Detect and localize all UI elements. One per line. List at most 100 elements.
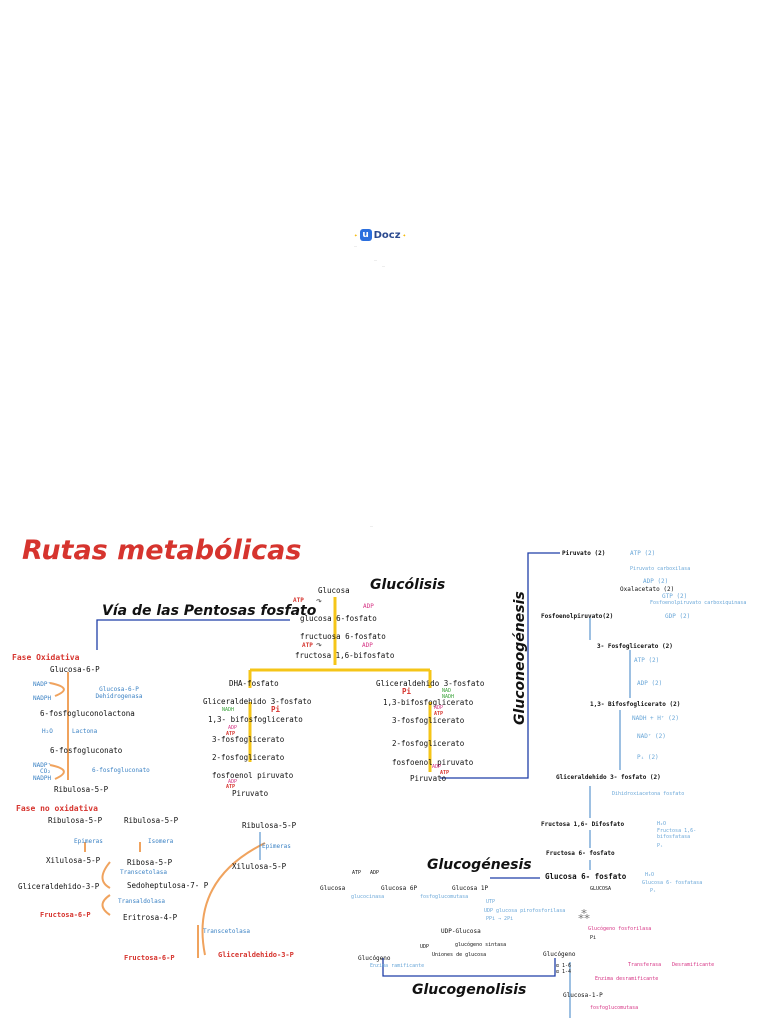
enzyme-label: UDP glucosa pirofosforilasa: [484, 908, 566, 914]
pi-label: Pi: [590, 935, 597, 941]
oxalacetato: Oxalacetato (2): [620, 586, 675, 593]
h2o-label: H₂O: [645, 872, 655, 878]
alpha16-label: α 1-6: [556, 963, 572, 969]
cover-center-note: …: [370, 524, 373, 528]
enzyme-label: Lactona: [72, 728, 98, 735]
pi-label: Pi: [402, 687, 412, 696]
adp-label: ADP: [228, 779, 238, 785]
bifosfoglicerato: 1,3- bifosfoglicerato: [208, 715, 303, 724]
fase-oxidativa-label: Fase Oxidativa: [12, 653, 80, 662]
enzyme-label: Glucosa 6- fosfatasa: [642, 880, 703, 886]
enzyme-label: Transcetolasa: [120, 869, 167, 876]
enzyme-label: Transaldolasa: [118, 898, 165, 905]
fase-no-oxidativa-label: Fase no oxidativa: [16, 804, 98, 813]
ribulosa-5-p: Ribulosa-5-P: [54, 785, 109, 794]
glucogenesis-title: Glucogénesis: [427, 857, 532, 873]
alpha14-label: α 1-4: [556, 969, 572, 975]
gliceraldehido-3-p: Gliceraldehido-3-P: [18, 882, 100, 891]
nadh-label: NADH + H⁺ (2): [632, 715, 679, 722]
atp-label: ATP: [434, 711, 444, 717]
sparkle-icon: ✦: [402, 231, 407, 239]
nadh-label: NADH: [222, 707, 235, 713]
sparkle-icon: ✦: [354, 231, 358, 239]
gliceraldehido-3-fosfato: Gliceraldehido 3-fosfato: [203, 697, 312, 706]
3-fosfoglicerato: 3-fosfoglicerato: [212, 735, 285, 744]
fructosa-1-6-bifosfato: fructosa 1,6-bifosfato: [295, 651, 395, 660]
desramificante-label: Desramificante: [672, 962, 715, 968]
2-fosfoglicerato: 2-fosfoglicerato: [392, 739, 465, 748]
adp-label: ADP: [432, 764, 442, 770]
3-fosfoglicerato: 3-fosfoglicerato: [392, 716, 465, 725]
bifosfoglicerato: 1,3-bifosfoglicerato: [383, 698, 474, 707]
udp-glucosa: UDP-Glucosa: [441, 928, 481, 935]
6-fosfogluconolactona: 6-fosfogluconolactona: [40, 709, 135, 718]
h2o-label: H₂O: [657, 821, 667, 827]
enzyme-label: Enzima desramificante: [595, 976, 659, 982]
page-title: Rutas metabólicas: [22, 535, 302, 566]
ribosa-5-p: Ribosa-5-P: [127, 858, 173, 867]
nadp-label: NADP⁺: [33, 762, 52, 769]
glucosa-6-fosfato: glucosa 6-fosfato: [300, 614, 377, 623]
ribulosa-5-p: Ribulosa-5-P: [48, 816, 103, 825]
docz-logo-text: Docz: [373, 229, 401, 241]
glucosa-label: Glucosa: [320, 885, 346, 892]
xilulosa-5-p: Xilulosa-5-P: [46, 856, 101, 865]
atp-label: ATP (2): [634, 657, 660, 664]
enzyme-label: Epimeras: [262, 843, 291, 850]
arrow-icon: ↷: [316, 640, 323, 651]
2-fosfoglicerato: 2-fosfoglicerato: [212, 753, 285, 762]
glucosa-label: GLUCOSA: [590, 886, 612, 892]
pi-label: Pi: [271, 705, 281, 714]
enzyme-label: Epimeras: [74, 838, 103, 845]
gliceraldehido-3-fosfato: Gliceraldehido 3- fosfato (2): [556, 774, 661, 781]
nadph-label: NADPH: [33, 695, 52, 702]
nad-label: NAD: [442, 688, 452, 694]
arrow-icon: ↷: [316, 596, 323, 607]
enzyme-label: Piruvato carboxilasa: [630, 566, 691, 572]
adp-label: ADP: [362, 642, 373, 649]
sedoheptulosa-7-p: Sedoheptulosa-7- P: [127, 881, 209, 890]
enzyme-label: Isomera: [148, 838, 174, 845]
ribulosa-5-p: Ribulosa-5-P: [124, 816, 179, 825]
gliceraldehido-3-fosfato: Gliceraldehido 3-fosfato: [376, 679, 485, 688]
fosfoenol-piruvato: fosfoenol piruvato: [392, 758, 474, 767]
eritrosa-4-p: Eritrosa-4-P: [123, 913, 178, 922]
6-fosfogluconato: 6-fosfogluconato: [50, 746, 123, 755]
nadh-label: NADH: [442, 694, 455, 700]
atp-label: ATP: [226, 731, 236, 737]
glucosa-label: Glucosa: [318, 586, 350, 595]
enzyme-label: glucocinasa: [351, 894, 385, 900]
atp-label: ATP: [226, 784, 236, 790]
glucosa-6-p: Glucosa-6-P: [50, 665, 100, 674]
atp-label: ATP (2): [630, 550, 656, 557]
glucosa-1-p: Glucosa-1-P: [563, 992, 603, 999]
bifosfoglicerato: 1,3- Bifosfoglicerato (2): [590, 701, 681, 708]
fructosa-6-p: Fructosa-6-P: [124, 954, 175, 962]
pi-label: Pᵢ: [650, 888, 657, 894]
union-label: Uniones de glucosa: [432, 952, 487, 958]
adp-label: ADP: [228, 725, 238, 731]
adp-label: ADP: [434, 705, 444, 711]
adp-label: ADP (2): [643, 578, 669, 585]
enzyme-label: Enzima ramificante: [370, 963, 425, 969]
glycogen-chain-icon: ⁂: [578, 908, 590, 922]
h2o-label: H₂O: [42, 728, 53, 735]
utp-label: UTP: [486, 899, 496, 905]
enzyme-label: fosfoglucomutasa: [420, 894, 469, 900]
ribulosa-5-p: Ribulosa-5-P: [242, 821, 297, 830]
nad-label: NAD⁺ (2): [637, 733, 666, 740]
cover-tagline: …: [354, 244, 357, 248]
gtp-label: GTP (2): [662, 593, 688, 600]
nadph-label: NADPH: [33, 775, 52, 782]
fructosa-6-fosfato: Fructosa 6- fosfato: [546, 850, 615, 857]
fructosa-6-p: Fructosa-6-P: [40, 911, 91, 919]
atp-label: ATP: [293, 597, 304, 604]
enzyme-label: Transcetolasa: [203, 928, 250, 935]
glucolisis-title: Glucólisis: [370, 577, 446, 593]
enzyme-label: Glucógeno fosforilasa: [588, 926, 652, 932]
docz-logo: ✦ u Docz ✦: [354, 226, 414, 244]
docz-logo-mark: u: [359, 229, 372, 241]
enzyme-label: fosfoglucomutasa: [590, 1005, 639, 1011]
piruvato: Piruvato (2): [562, 550, 606, 557]
gdp-label: GDP (2): [665, 613, 691, 620]
